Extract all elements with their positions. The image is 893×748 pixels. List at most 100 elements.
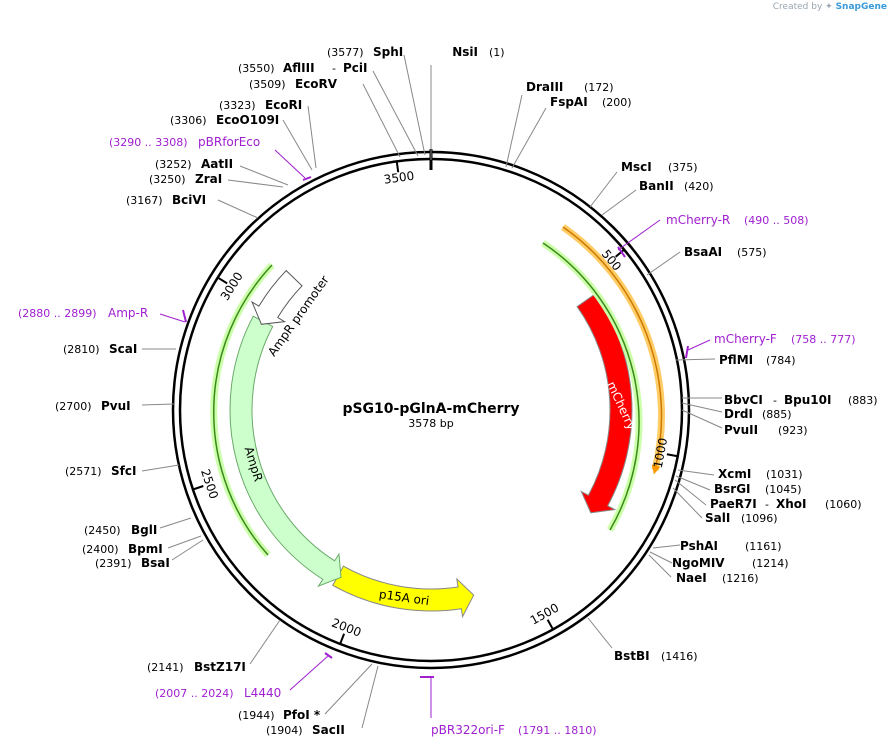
- feature-arrow-mcherry: [576, 293, 633, 514]
- tick-mark: [546, 619, 554, 630]
- site-pos: (2810): [63, 343, 100, 356]
- annotation-arc-green-left-line: [212, 264, 273, 556]
- site-name: BstZ17I: [194, 660, 246, 674]
- svg-text:-: -: [332, 62, 336, 75]
- site-pos: (923): [778, 424, 808, 437]
- site-pos: (3250): [149, 173, 186, 186]
- site-labels: NsiI (1) DraIII (172) FspAI (200) MscI (…: [55, 45, 878, 737]
- site-name: ScaI: [109, 342, 137, 356]
- primer-range: (2007 .. 2024): [155, 687, 234, 700]
- plasmid-length: 3578 bp: [408, 417, 453, 430]
- site-pos: (3323): [219, 99, 256, 112]
- site-pos: (1416): [661, 650, 698, 663]
- site-pos: (1161): [745, 540, 782, 553]
- site-pos: (1096): [741, 512, 778, 525]
- site-pos: (1060): [825, 498, 862, 511]
- tick-label: 2500: [198, 467, 221, 500]
- feature-arrow-ampr: [229, 315, 342, 588]
- primer-name: Amp-R: [108, 306, 148, 320]
- site-pos: (200): [602, 96, 632, 109]
- site-name: NgoMIV: [672, 556, 725, 570]
- site-name: BpmI: [128, 542, 163, 556]
- primer-name: L4440: [244, 686, 281, 700]
- site-name: EcoRV: [295, 77, 338, 91]
- site-name: EcoO109I: [216, 113, 279, 127]
- svg-text:-: -: [765, 498, 769, 511]
- primer-range: (490 .. 508): [744, 214, 809, 227]
- site-pos: (1904): [266, 724, 303, 737]
- site-name: XcmI: [718, 467, 751, 481]
- site-pos: (172): [584, 81, 614, 94]
- site-name: NsiI: [452, 45, 478, 59]
- site-pos: (420): [684, 180, 714, 193]
- site-pos: (3167): [126, 194, 163, 207]
- primer-name: pBR322ori-F: [431, 723, 505, 737]
- site-pos: (2391): [95, 557, 132, 570]
- credit-prefix: Created by: [772, 2, 823, 12]
- primer-range: (1791 .. 1810): [518, 724, 597, 737]
- site-pos: (1944): [238, 709, 275, 722]
- site-pos: (2400): [82, 543, 119, 556]
- svg-text:-: -: [773, 394, 777, 407]
- primer-range: (2880 .. 2899): [18, 307, 97, 320]
- site-pos: (375): [668, 161, 698, 174]
- feature-arrow-p15a-ori: [332, 565, 475, 619]
- site-pos: (2700): [55, 400, 92, 413]
- site-name: AflIII: [283, 61, 315, 75]
- tick-label: 1500: [528, 601, 562, 628]
- tick-mark: [217, 276, 228, 285]
- site-name: BsaAI: [684, 245, 722, 259]
- site-name: DrdI: [724, 407, 753, 421]
- site-pos: (883): [848, 394, 878, 407]
- site-pos: (2571): [65, 465, 102, 478]
- site-pos: (784): [766, 354, 796, 367]
- site-name: SacII: [312, 723, 345, 737]
- site-pos: (3509): [249, 78, 286, 91]
- site-pos: (1214): [752, 557, 789, 570]
- site-name-2: Bpu10I: [784, 393, 831, 407]
- tick-label: 2000: [330, 616, 364, 640]
- site-name-2: PciI: [343, 61, 368, 75]
- primer-name: mCherry-R: [666, 213, 730, 227]
- site-pos: (2450): [84, 524, 121, 537]
- site-pos: (1216): [722, 572, 759, 585]
- tick-mark: [192, 485, 204, 491]
- site-name: BciVI: [172, 193, 206, 207]
- site-name: EcoRI: [265, 98, 302, 112]
- primer-labels: mCherry-R (490 .. 508) mCherry-F (758 ..…: [18, 135, 856, 737]
- site-name: NaeI: [676, 571, 707, 585]
- site-pos: (2141): [147, 661, 184, 674]
- site-pos: (3577): [327, 46, 364, 59]
- site-pos: (3252): [155, 158, 192, 171]
- site-name: PvuII: [724, 423, 758, 437]
- primer-range: (758 .. 777): [791, 333, 856, 346]
- site-name: ZraI: [195, 172, 222, 186]
- site-pos: (1045): [765, 483, 802, 496]
- credit-brand: SnapGene: [835, 2, 887, 12]
- plasmid-name: pSG10-pGlnA-mCherry: [342, 401, 519, 417]
- primer-marks: [159, 149, 711, 718]
- site-name: MscI: [621, 160, 652, 174]
- tick-label: 3000: [218, 270, 246, 303]
- tick-mark: [339, 633, 346, 645]
- site-name: AatII: [201, 157, 233, 171]
- site-name: PshAI: [680, 539, 718, 553]
- site-pos: (3550): [238, 62, 275, 75]
- site-name: BsaI: [141, 556, 170, 570]
- annotation-arc-green-line: [542, 242, 640, 531]
- site-name: BbvCI: [724, 393, 763, 407]
- primer-range: (3290 .. 3308): [109, 136, 188, 149]
- site-name: PfoI *: [283, 708, 321, 722]
- site-name: BglI: [131, 523, 157, 537]
- site-pos: (3306): [170, 114, 207, 127]
- tick-label: 3500: [383, 169, 415, 187]
- tick-mark: [615, 248, 625, 258]
- site-name: BstBI: [614, 649, 650, 663]
- leader-lines: [141, 54, 723, 729]
- site-name: PaeR7I: [710, 497, 757, 511]
- snapgene-logo-icon: ✦: [825, 2, 833, 12]
- tick-mark: [666, 453, 678, 458]
